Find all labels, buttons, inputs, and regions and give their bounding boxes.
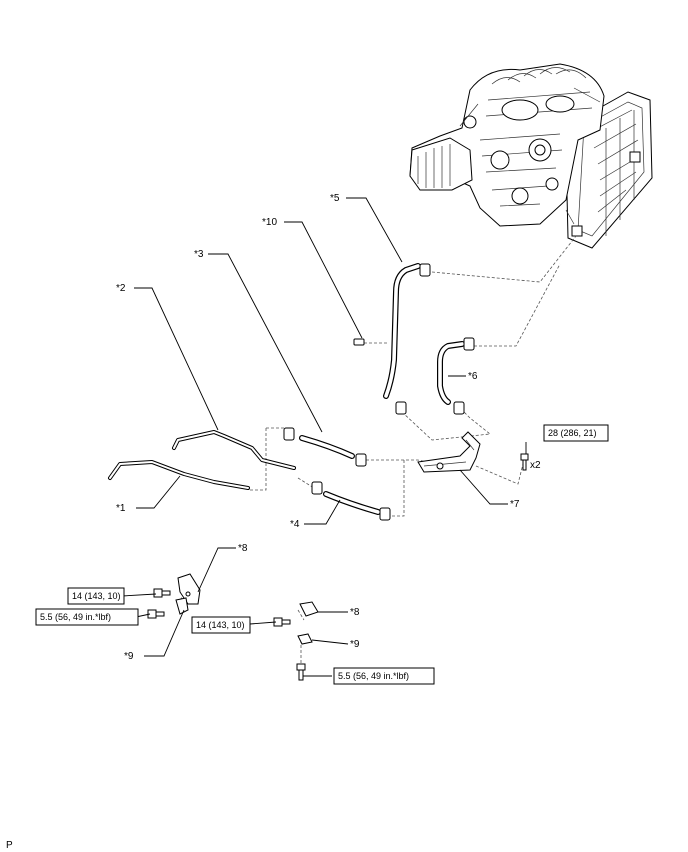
bolt-middle-lower — [296, 663, 306, 681]
svg-text:14 (143, 10): 14 (143, 10) — [72, 591, 121, 601]
callout-2: *2 — [116, 283, 126, 294]
callout-9-left: *9 — [124, 651, 134, 662]
svg-text:28 (286, 21): 28 (286, 21) — [548, 428, 597, 438]
svg-text:5.5 (56, 49 in.*lbf): 5.5 (56, 49 in.*lbf) — [40, 612, 111, 622]
pipe-assembly-7 — [417, 431, 481, 473]
hose-3 — [299, 435, 355, 459]
bracket-left — [175, 573, 201, 615]
hose-4 — [323, 491, 381, 515]
callout-4: *4 — [290, 519, 300, 530]
torque-box-bolt-top: 28 (286, 21) — [543, 424, 609, 442]
torque-box-bracket-lower: 5.5 (56, 49 in.*lbf) — [35, 608, 139, 626]
torque-box-bracket-upper: 14 (143, 10) — [67, 587, 125, 605]
plug-10 — [353, 338, 365, 346]
callout-6: *6 — [468, 371, 478, 382]
callout-8-middle: *8 — [350, 607, 360, 618]
alignment-lines — [179, 235, 577, 664]
svg-text:5.5 (56, 49 in.*lbf): 5.5 (56, 49 in.*lbf) — [338, 671, 409, 681]
torque-box-clamp-lower: 5.5 (56, 49 in.*lbf) — [333, 667, 435, 685]
callout-labels: *5 *10 *3 *2 *6 *1 *4 *7 *8 *9 *8 *9 x2 — [116, 193, 541, 662]
callout-10: *10 — [262, 217, 277, 228]
bracket-middle — [297, 601, 319, 645]
hose-clamps — [283, 263, 475, 521]
bolt-left-lower — [147, 609, 165, 619]
bolt-top — [520, 453, 529, 471]
quantity-label: x2 — [530, 460, 541, 471]
svg-text:14 (143, 10): 14 (143, 10) — [196, 620, 245, 630]
torque-box-clamp-upper: 14 (143, 10) — [191, 616, 251, 634]
hose-5 — [383, 263, 421, 399]
engine-block — [409, 63, 605, 227]
hose-6 — [437, 341, 465, 405]
callout-1: *1 — [116, 503, 126, 514]
callout-8-left: *8 — [238, 543, 248, 554]
corner-mark: P — [6, 840, 13, 851]
callout-5: *5 — [330, 193, 340, 204]
pipe-2 — [172, 430, 296, 470]
pipe-1 — [108, 460, 250, 490]
engine-assembly-illustration — [409, 63, 653, 249]
bolt-middle-upper — [273, 617, 291, 627]
leader-lines — [121, 197, 527, 677]
bolt-left-upper — [153, 588, 171, 598]
callout-9-middle: *9 — [350, 639, 360, 650]
callout-3: *3 — [194, 249, 204, 260]
callout-7: *7 — [510, 499, 520, 510]
